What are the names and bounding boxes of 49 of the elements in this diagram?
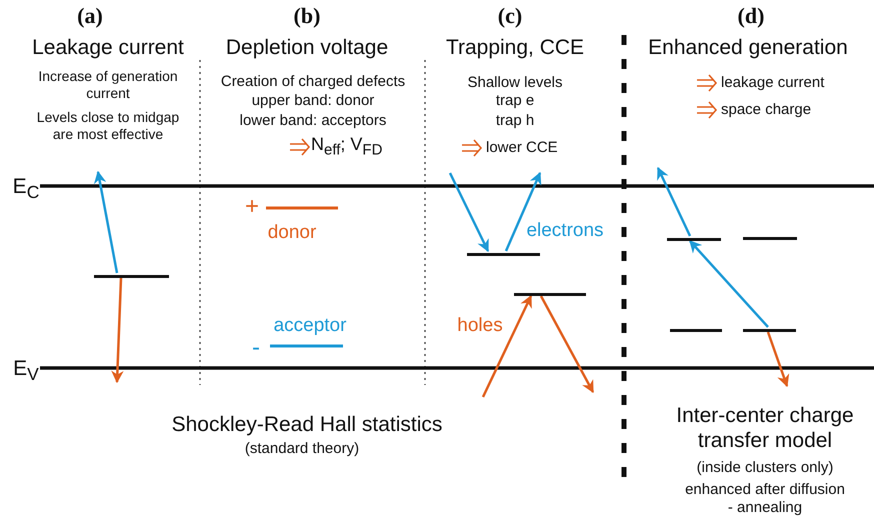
- energy-level-bar: [467, 253, 540, 256]
- description-text: trap e: [494, 92, 536, 110]
- transition-arrow: [448, 172, 490, 252]
- transition-arrow: [111, 278, 124, 384]
- description-text: trap h: [494, 112, 536, 130]
- energy-level-bar: [743, 329, 796, 332]
- description-text: Shallow levels: [466, 74, 564, 92]
- level-label: donor: [266, 222, 318, 244]
- carrier-label: electrons: [525, 220, 605, 242]
- energy-level-bar: [94, 275, 169, 278]
- description-text: Levels close to midgap are most effective: [36, 109, 180, 143]
- result-text: leakage current: [721, 74, 826, 92]
- band-edge-label: E$_{V}$: [12, 356, 40, 385]
- result-text: space charge: [721, 101, 812, 119]
- description-text: Creation of charged defects: [220, 73, 406, 91]
- transition-arrow: [94, 170, 118, 274]
- charge-sign: +: [244, 192, 260, 222]
- band-edge-label: E$_{C}$: [12, 174, 40, 203]
- result-text: lower CCE: [486, 139, 559, 157]
- panel-heading: Leakage current: [31, 34, 185, 60]
- model-subtitle: (standard theory): [244, 440, 360, 458]
- description-text: upper band: donor: [250, 92, 376, 110]
- energy-level-bar: [670, 329, 722, 332]
- panel-heading: Depletion voltage: [224, 34, 390, 60]
- panel-heading: Trapping, CCE: [444, 34, 586, 60]
- transition-arrow: [504, 172, 542, 252]
- transition-arrow: [656, 166, 692, 237]
- panel-heading: Enhanced generation: [647, 34, 849, 60]
- panel-letter: (a): [76, 3, 104, 30]
- model-title: Inter-center charge transfer model: [675, 403, 855, 454]
- energy-level-bar: [514, 293, 586, 296]
- model-subtitle: (inside clusters only): [696, 459, 834, 477]
- panel-letter: (d): [736, 3, 766, 30]
- carrier-label: holes: [456, 314, 504, 338]
- model-subtitle: enhanced after diffusion - annealing: [685, 481, 845, 517]
- description-text: Increase of generation current: [38, 68, 178, 102]
- result-text: N$_{eff}$; V$_{FD}$: [311, 134, 384, 160]
- energy-level-bar: [743, 237, 797, 240]
- description-text: lower band: acceptors: [238, 112, 388, 130]
- transition-arrow: [766, 332, 790, 388]
- level-label: acceptor: [272, 314, 348, 338]
- transition-arrow: [540, 295, 594, 394]
- transition-arrow: [482, 294, 532, 398]
- panel-letter: (b): [292, 3, 322, 30]
- model-title: Shockley-Read Hall statistics: [170, 412, 444, 437]
- panel-letter: (c): [496, 3, 524, 30]
- charge-sign: -: [251, 334, 261, 362]
- energy-level-bar: [667, 238, 721, 241]
- transition-arrow: [689, 240, 769, 328]
